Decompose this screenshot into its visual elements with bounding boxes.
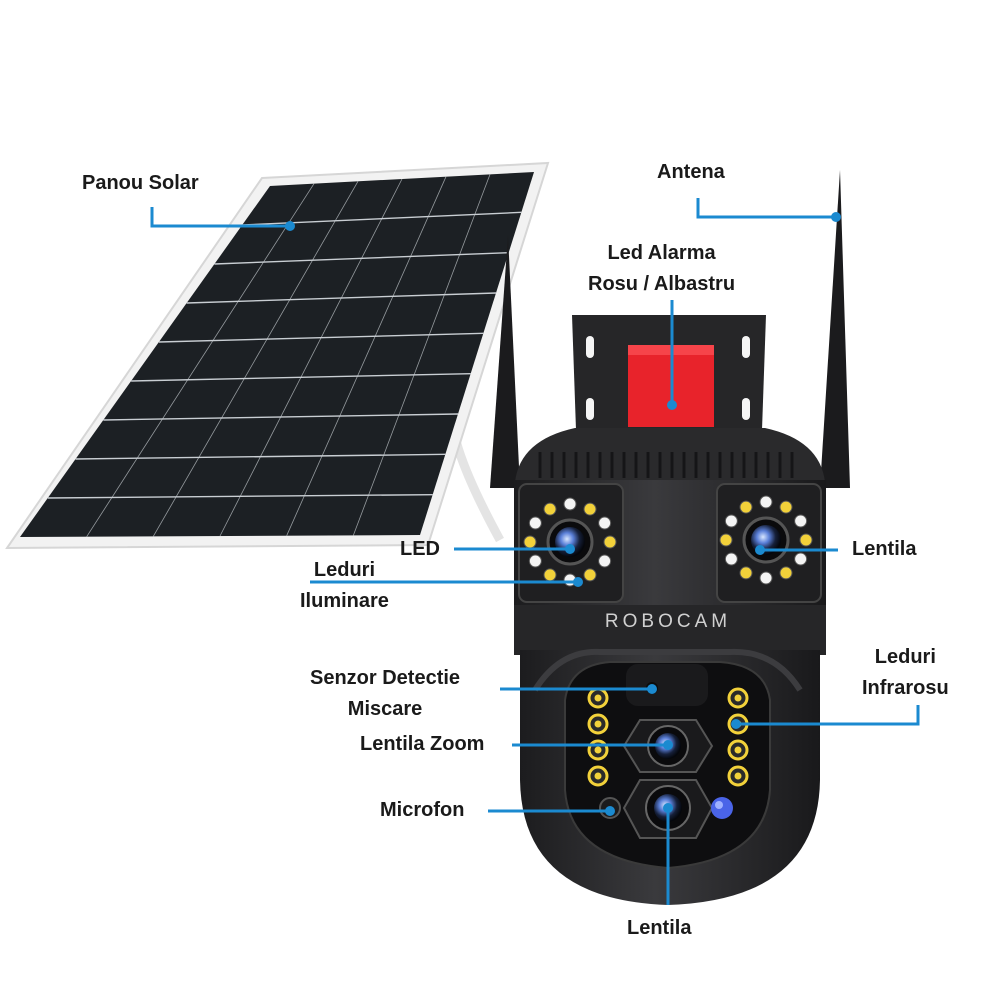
upper-leds	[523, 495, 813, 587]
illumination-led	[779, 566, 793, 580]
callout-dots	[285, 212, 841, 816]
illumination-led	[523, 535, 537, 549]
illumination-led	[528, 516, 542, 530]
lens-upper-left	[546, 518, 594, 566]
illumination-led	[528, 554, 542, 568]
solar-cell-col-line	[152, 181, 359, 537]
illumination-led	[563, 497, 577, 511]
label-led: LED	[400, 538, 440, 560]
label-antena: Antena	[657, 161, 725, 183]
illumination-led	[724, 552, 738, 566]
solar-cell-col-line	[86, 183, 315, 537]
illumination-led	[583, 502, 597, 516]
illumination-led	[543, 502, 557, 516]
label-panou-solar: Panou Solar	[82, 172, 199, 194]
label-lentila-zoom: Lentila Zoom	[360, 733, 485, 755]
label-lentila-right: Lentila	[852, 538, 917, 560]
illumination-led	[794, 514, 808, 528]
solar-cell-col-line	[352, 174, 491, 536]
infrared-led-core	[734, 694, 742, 702]
illumination-led	[739, 500, 753, 514]
infrared-led-core	[594, 720, 602, 728]
label-lentila-bottom: Lentila	[627, 917, 692, 939]
antenna-right	[820, 170, 850, 488]
brand-logo: ROBOCAM	[605, 611, 731, 632]
illumination-led	[598, 516, 612, 530]
illumination-led	[598, 554, 612, 568]
solar-cell-col-line	[219, 178, 403, 537]
antenna-left	[490, 235, 520, 488]
illumination-led	[799, 533, 813, 547]
solar-cell-col-line	[286, 176, 447, 536]
mount-bracket	[572, 315, 766, 430]
illumination-led	[779, 500, 793, 514]
solar-panel	[5, 161, 550, 550]
callout-lines	[150, 198, 920, 905]
infrared-led-core	[734, 746, 742, 754]
infrared-led-core	[734, 772, 742, 780]
illumination-led	[583, 568, 597, 582]
blue-indicator-led	[711, 797, 733, 819]
illumination-led	[543, 568, 557, 582]
illumination-led	[603, 535, 617, 549]
infrared-led-core	[594, 694, 602, 702]
infrared-led-core	[594, 772, 602, 780]
illumination-led	[719, 533, 733, 547]
ir-leds	[587, 687, 749, 787]
infrared-led-core	[594, 746, 602, 754]
label-microfon: Microfon	[380, 799, 465, 821]
illumination-led	[794, 552, 808, 566]
lens-upper-right	[742, 516, 790, 564]
illumination-led	[759, 495, 773, 509]
illumination-led	[739, 566, 753, 580]
illumination-led	[759, 571, 773, 585]
illumination-led	[724, 514, 738, 528]
